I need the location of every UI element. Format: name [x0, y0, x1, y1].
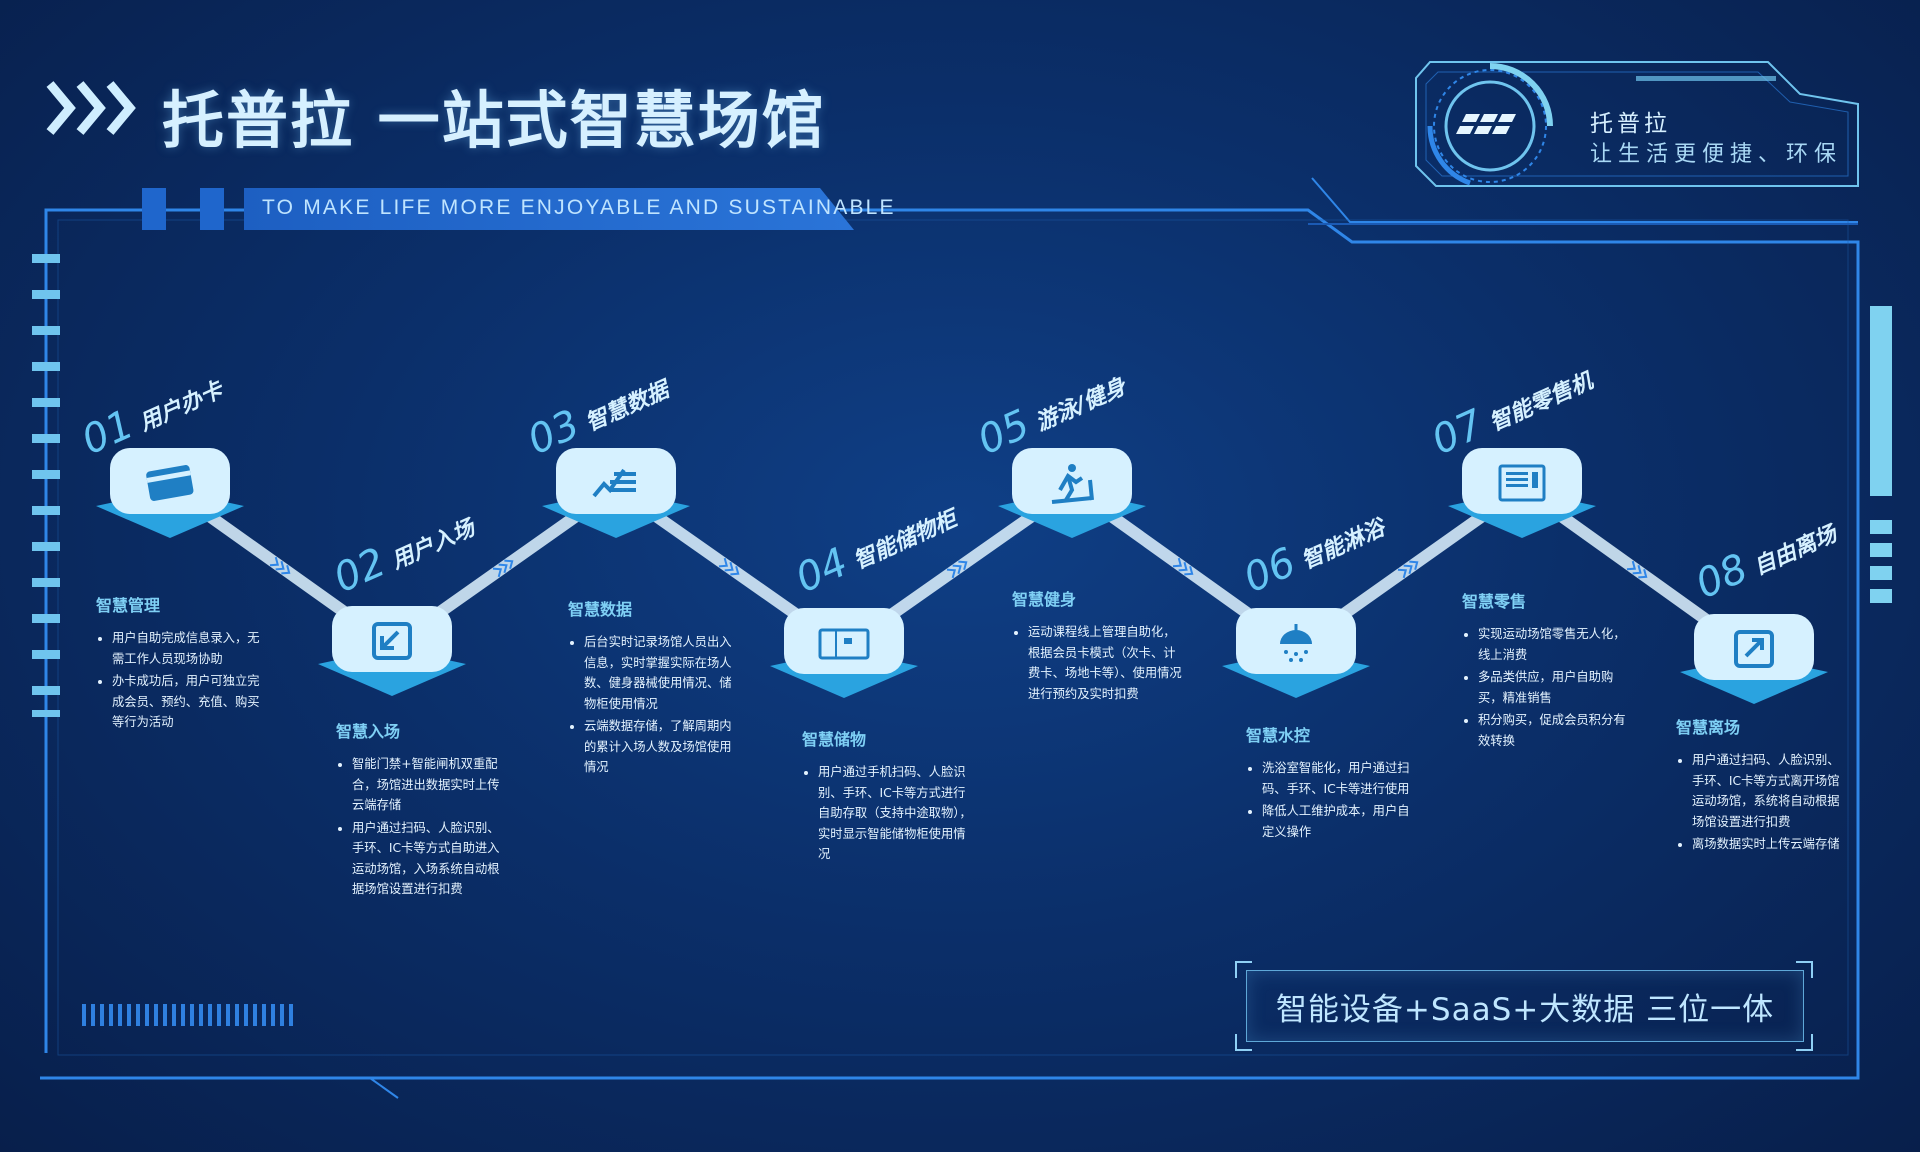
step-02-node[interactable]	[318, 596, 466, 696]
step-03-node[interactable]	[542, 438, 690, 538]
flow-arrow-icon	[492, 559, 514, 578]
step-08-description: 智慧离场 用户通过扫码、人脸识别、手环、IC卡等方式离开场馆运动场馆，系统将自动…	[1676, 714, 1851, 857]
locker-icon	[818, 628, 870, 660]
brand-name: 托普拉	[1590, 111, 1671, 137]
step-02-description: 智慧入场 智能门禁+智能闸机双重配合，场馆进出数据实时上传云端存储用户通过扫码、…	[336, 718, 511, 902]
step-05-description: 智慧健身 运动课程线上管理自助化，根据会员卡模式（次卡、计费卡、场地卡等）、使用…	[1012, 586, 1187, 706]
page-title: 托普拉 一站式智慧场馆	[162, 84, 826, 157]
flow-arrow-icon	[269, 556, 291, 575]
step-04-description: 智慧储物 用户通过手机扫码、人脸识别、手环、IC卡等方式进行自助存取（支持中途取…	[802, 726, 977, 867]
exit-icon	[1734, 630, 1774, 668]
flow-arrow-icon	[1626, 560, 1648, 579]
brand-slogan: 让生活更便捷、环保	[1590, 142, 1843, 167]
treadmill-icon	[1051, 464, 1094, 504]
flow-arrow-icon	[1397, 560, 1419, 579]
vending-machine-icon	[1498, 464, 1546, 502]
flow-arrow-icon	[946, 560, 968, 579]
page-subtitle: TO MAKE LIFE MORE ENJOYABLE AND SUSTAINA…	[262, 196, 896, 219]
flow-arrow-icon	[1172, 557, 1194, 576]
chevron-arrows-icon	[46, 81, 136, 135]
flow-arrow-icon	[718, 557, 740, 576]
step-08-node[interactable]	[1680, 604, 1828, 704]
logo-icon	[1456, 114, 1516, 134]
step-07-node[interactable]	[1448, 438, 1596, 538]
enter-icon	[372, 622, 412, 660]
step-01-node[interactable]	[96, 438, 244, 538]
step-03-description: 智慧数据 后台实时记录场馆人员出入信息，实时掌握实际在场人数、健身器械使用情况、…	[568, 596, 743, 780]
tagline-banner: 智能设备+SaaS+大数据 三位一体	[1246, 970, 1804, 1042]
step-06-node[interactable]	[1222, 598, 1370, 698]
card-icon	[146, 465, 194, 501]
step-04-node[interactable]	[770, 598, 918, 698]
data-chart-icon	[592, 468, 636, 498]
step-01-description: 智慧管理 用户自助完成信息录入，无需工作人员现场协助办卡成功后，用户可独立完成会…	[96, 592, 271, 735]
step-06-description: 智慧水控 洗浴室智能化，用户通过扫码、手环、IC卡等进行使用降低人工维护成本，用…	[1246, 722, 1421, 844]
step-05-node[interactable]	[998, 438, 1146, 538]
shower-icon	[1280, 624, 1312, 662]
step-07-description: 智慧零售 实现运动场馆零售无人化，线上消费多品类供应，用户自助购买，精准销售积分…	[1462, 588, 1637, 753]
